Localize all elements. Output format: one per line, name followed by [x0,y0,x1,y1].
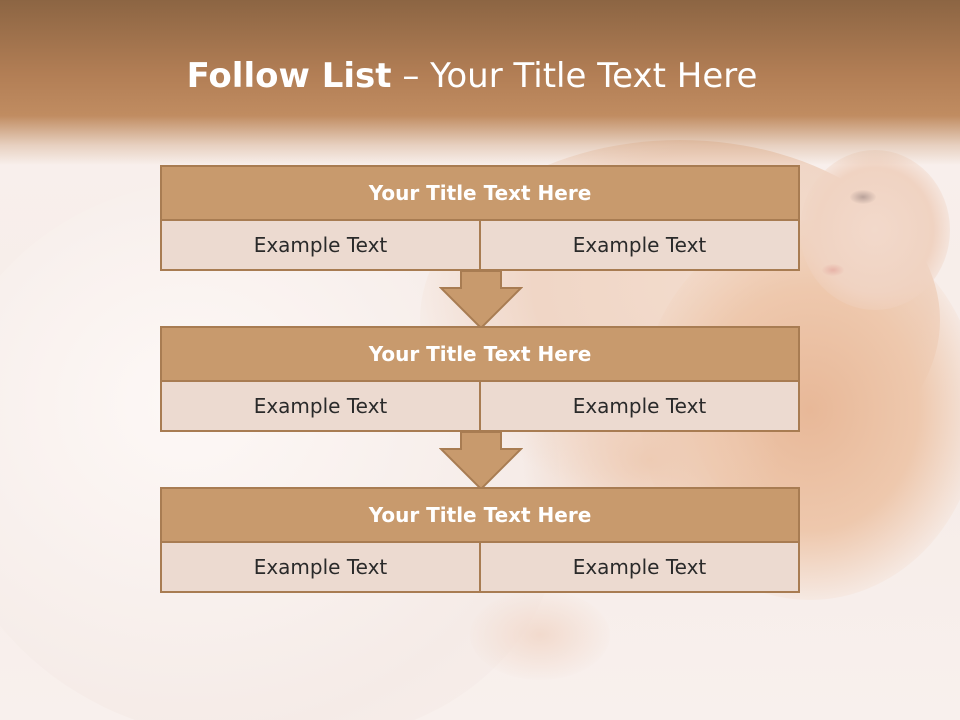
step-title-2: Your Title Text Here [160,326,800,382]
step-box-3: Your Title Text Here Example Text Exampl… [160,487,800,593]
slide-title-bold: Follow List [186,56,392,96]
slide-title-rest: – Your Title Text Here [391,56,758,96]
step-title-3: Your Title Text Here [160,487,800,543]
eye-shape [850,190,876,204]
down-arrow-icon [439,270,523,330]
step-1-left-text: Example Text [160,221,481,271]
step-title-1: Your Title Text Here [160,165,800,221]
step-row-3: Example Text Example Text [160,543,800,593]
step-1-right-text: Example Text [481,221,800,271]
step-box-1: Your Title Text Here Example Text Exampl… [160,165,800,271]
step-2-right-text: Example Text [481,382,800,432]
step-3-left-text: Example Text [160,543,481,593]
down-arrow-icon [439,431,523,491]
step-row-2: Example Text Example Text [160,382,800,432]
step-row-1: Example Text Example Text [160,221,800,271]
face-shape [800,150,950,310]
slide-title: Follow List – Your Title Text Here [0,52,944,100]
step-2-left-text: Example Text [160,382,481,432]
step-box-2: Your Title Text Here Example Text Exampl… [160,326,800,432]
step-3-right-text: Example Text [481,543,800,593]
lips-shape [822,264,844,276]
header-band [0,0,960,165]
hand-shape [470,590,610,680]
